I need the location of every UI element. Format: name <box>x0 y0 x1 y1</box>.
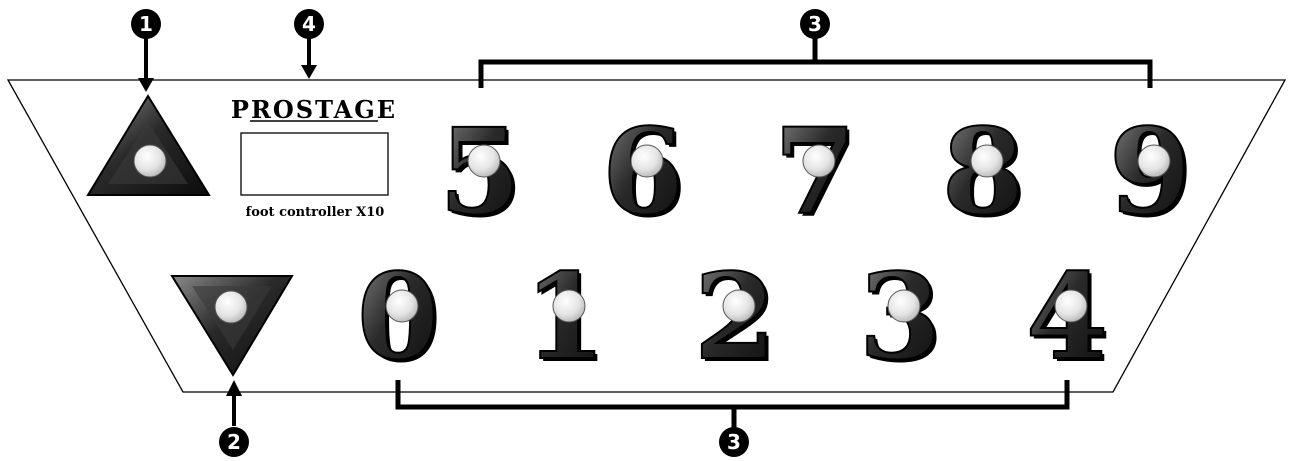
footswitch-0-led <box>386 290 418 322</box>
footswitch-5[interactable]: 55 <box>439 102 524 244</box>
footswitch-4[interactable]: 44 <box>1026 247 1111 389</box>
brand-name: PROSTAGE <box>231 95 397 124</box>
footswitch-5-led <box>468 145 500 177</box>
footswitch-4-led <box>1055 290 1087 322</box>
footswitch-7-led <box>803 145 835 177</box>
callout-2: 2 <box>219 427 249 457</box>
footswitch-3-led <box>888 290 920 322</box>
footswitch-0[interactable]: 00 <box>357 247 442 389</box>
footswitch-3[interactable]: 33 <box>859 247 944 389</box>
footswitch-9-led <box>1138 145 1170 177</box>
lcd-display <box>241 133 388 195</box>
callout-4: 4 <box>294 9 324 39</box>
arrow-display-callout <box>301 38 317 79</box>
footswitch-1[interactable]: 11 <box>524 247 609 389</box>
up-led <box>134 145 166 177</box>
callout-3-top-label: 3 <box>808 12 822 36</box>
footswitch-9[interactable]: 99 <box>1109 102 1194 244</box>
model-label: foot controller X10 <box>246 205 385 220</box>
callout-3-top: 3 <box>800 9 830 39</box>
callout-1: 1 <box>131 9 161 39</box>
footswitch-2[interactable]: 22 <box>694 247 779 389</box>
footswitch-7[interactable]: 77 <box>774 102 859 244</box>
callout-4-label: 4 <box>302 12 316 36</box>
footswitch-6-led <box>631 145 663 177</box>
callout-3-bottom-label: 3 <box>727 430 741 454</box>
callout-2-label: 2 <box>227 430 241 454</box>
footswitch-1-led <box>553 290 585 322</box>
callout-1-label: 1 <box>139 12 153 36</box>
brand-logo: PROSTAGE <box>231 95 397 124</box>
footswitch-6[interactable]: 66 <box>602 102 687 244</box>
footswitch-8[interactable]: 88 <box>942 102 1027 244</box>
callout-3-bottom: 3 <box>719 427 749 457</box>
footswitch-2-led <box>723 290 755 322</box>
down-led <box>215 291 247 323</box>
footswitch-8-led <box>971 145 1003 177</box>
